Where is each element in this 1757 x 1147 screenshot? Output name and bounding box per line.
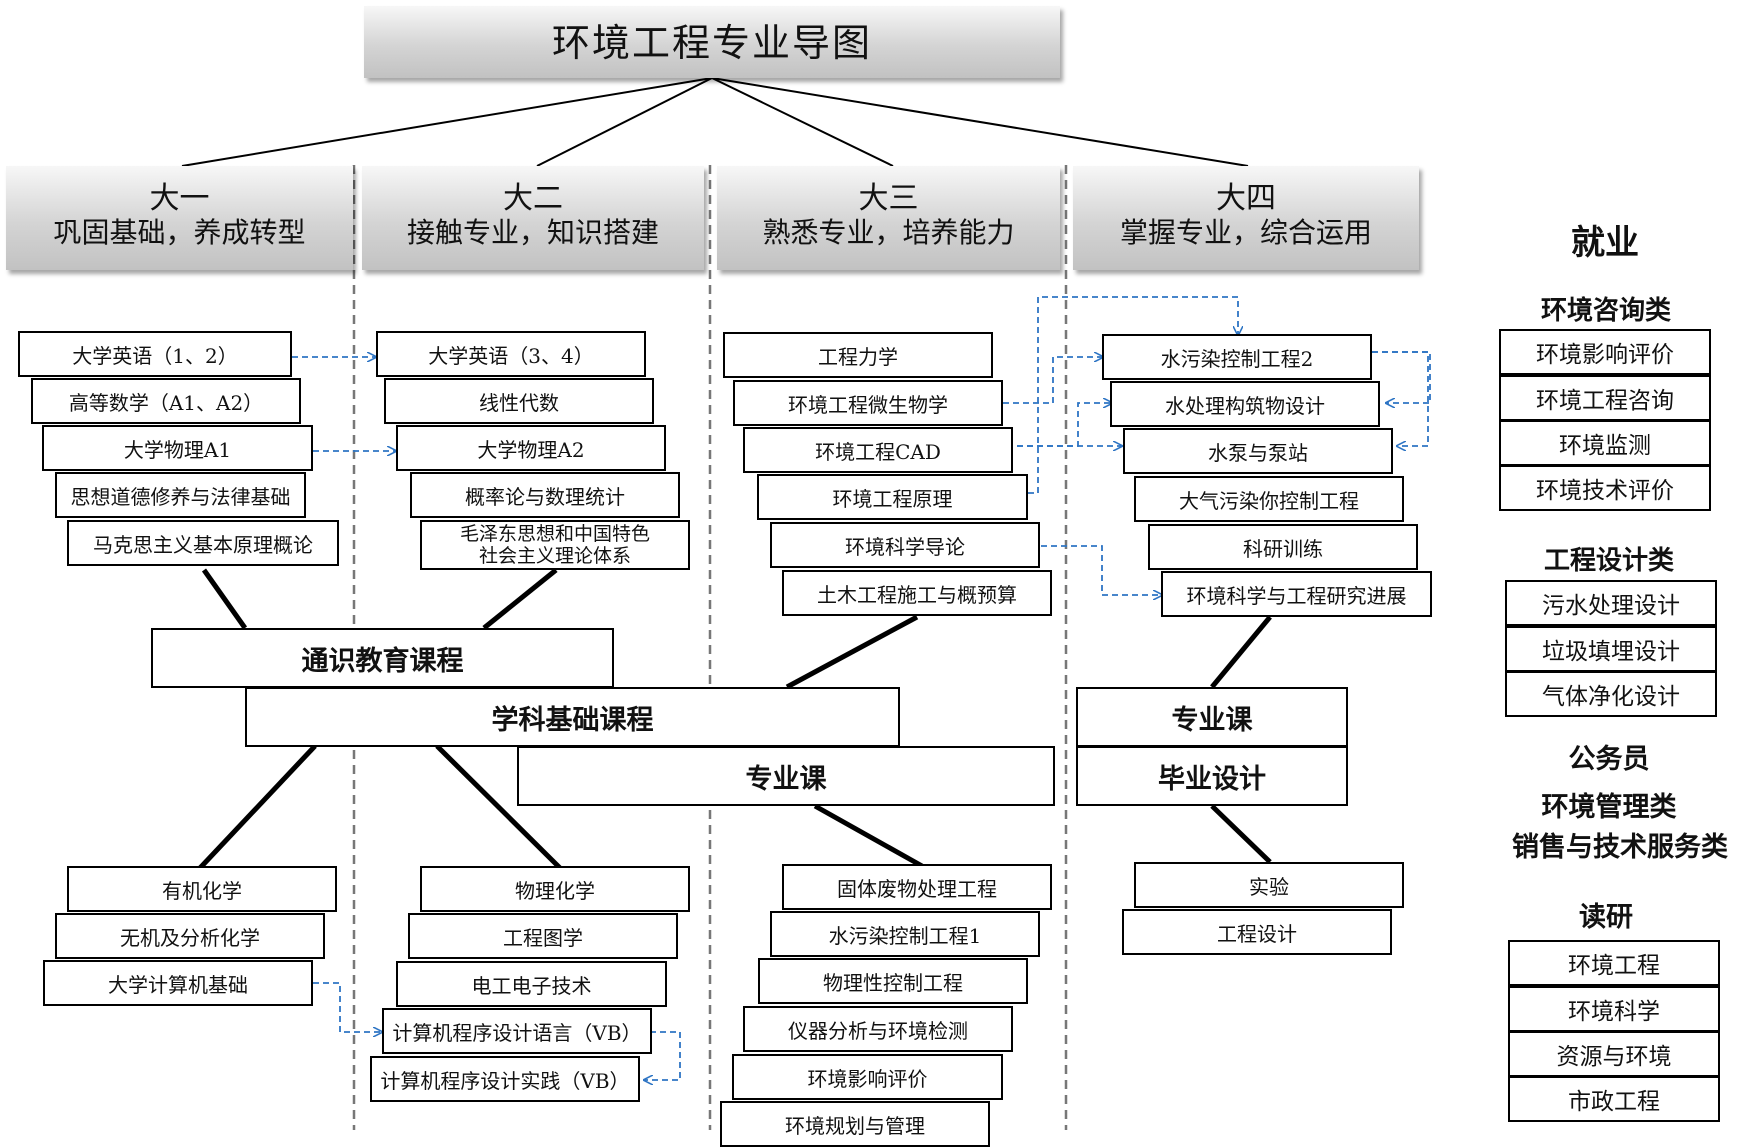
course-box: 电工电子技术 xyxy=(396,961,667,1007)
section-graduate: 读研 xyxy=(1579,902,1633,933)
course-line: 社会主义理论体系 xyxy=(478,545,631,567)
category-major-courses: 专业课 xyxy=(517,746,1055,806)
category-general-education: 通识教育课程 xyxy=(151,628,614,688)
course-box: 环境工程微生物学 xyxy=(733,380,1003,426)
course-box: 概率论与数理统计 xyxy=(410,472,680,518)
career-item: 垃圾填埋设计 xyxy=(1505,626,1717,672)
career-item: 环境技术评价 xyxy=(1499,465,1711,511)
section-sales: 销售与技术服务类 xyxy=(1512,832,1728,863)
course-box: 环境科学导论 xyxy=(770,522,1040,568)
course-box: 大学物理A1 xyxy=(42,425,313,471)
career-item: 市政工程 xyxy=(1508,1076,1720,1122)
section-consulting: 环境咨询类 xyxy=(1540,296,1671,326)
year-header-1: 大一 巩固基础，养成转型 xyxy=(6,166,353,270)
course-box: 环境工程原理 xyxy=(757,474,1028,520)
course-box: 水泵与泵站 xyxy=(1123,428,1393,474)
career-item: 环境工程 xyxy=(1508,940,1720,986)
course-box: 工程图学 xyxy=(408,913,678,959)
year-label: 大四 xyxy=(1216,181,1276,216)
year-goal: 巩固基础，养成转型 xyxy=(53,216,306,249)
page-title: 环境工程专业导图 xyxy=(364,6,1060,78)
section-employment: 就业 xyxy=(1571,223,1639,263)
career-item: 污水处理设计 xyxy=(1505,580,1717,626)
course-box: 固体废物处理工程 xyxy=(782,864,1052,910)
course-box: 环境工程CAD xyxy=(743,427,1013,473)
career-item: 资源与环境 xyxy=(1508,1031,1720,1077)
course-box: 计算机程序设计实践（VB） xyxy=(370,1056,640,1102)
course-box: 有机化学 xyxy=(67,866,337,912)
year-goal: 熟悉专业，培养能力 xyxy=(762,216,1015,249)
course-box: 科研训练 xyxy=(1148,524,1418,570)
course-box: 大学英语（1、2） xyxy=(18,331,292,377)
section-civil-servant: 公务员 xyxy=(1568,744,1650,775)
section-management: 环境管理类 xyxy=(1541,792,1677,823)
career-item: 环境监测 xyxy=(1499,420,1711,466)
course-box: 大学英语（3、4） xyxy=(376,331,646,377)
career-item: 环境影响评价 xyxy=(1499,329,1711,375)
course-line: 毛泽东思想和中国特色 xyxy=(459,523,650,545)
category-major-courses-y4: 专业课 xyxy=(1076,687,1348,747)
category-discipline-basics: 学科基础课程 xyxy=(245,687,900,747)
career-item: 环境工程咨询 xyxy=(1499,375,1711,421)
course-box: 大气污染你控制工程 xyxy=(1134,476,1404,522)
year-header-2: 大二 接触专业，知识搭建 xyxy=(362,166,704,270)
year-header-4: 大四 掌握专业，综合运用 xyxy=(1073,166,1419,270)
course-box: 工程力学 xyxy=(723,332,993,378)
course-box: 工程设计 xyxy=(1122,909,1392,955)
year-label: 大一 xyxy=(149,181,210,216)
course-box: 物理性控制工程 xyxy=(758,958,1028,1004)
year-goal: 接触专业，知识搭建 xyxy=(406,216,659,249)
course-box: 环境影响评价 xyxy=(732,1054,1003,1100)
career-item: 环境科学 xyxy=(1508,986,1720,1032)
year-header-3: 大三 熟悉专业，培养能力 xyxy=(717,166,1060,270)
course-box: 物理化学 xyxy=(420,866,690,912)
course-box: 土木工程施工与概预算 xyxy=(782,570,1052,616)
year-goal: 掌握专业，综合运用 xyxy=(1119,216,1372,249)
course-box: 无机及分析化学 xyxy=(55,913,325,959)
career-item: 气体净化设计 xyxy=(1505,671,1717,717)
course-box: 线性代数 xyxy=(384,378,654,424)
course-box: 实验 xyxy=(1134,862,1404,908)
course-box: 高等数学（A1、A2） xyxy=(31,378,301,424)
course-box: 水污染控制工程1 xyxy=(770,911,1040,957)
course-box: 大学物理A2 xyxy=(396,425,666,471)
course-box: 环境科学与工程研究进展 xyxy=(1161,571,1432,617)
course-box: 马克思主义基本原理概论 xyxy=(67,520,339,566)
course-box: 环境规划与管理 xyxy=(720,1101,990,1147)
year-label: 大二 xyxy=(503,181,563,216)
course-box: 仪器分析与环境检测 xyxy=(743,1006,1013,1052)
course-box: 水污染控制工程2 xyxy=(1102,334,1372,380)
course-box: 大学计算机基础 xyxy=(43,960,313,1006)
course-box: 毛泽东思想和中国特色 社会主义理论体系 xyxy=(420,520,690,570)
course-box: 水处理构筑物设计 xyxy=(1110,381,1380,427)
section-design: 工程设计类 xyxy=(1543,546,1674,576)
course-box: 思想道德修养与法律基础 xyxy=(55,472,306,518)
year-label: 大三 xyxy=(858,181,919,216)
course-box: 计算机程序设计语言（VB） xyxy=(382,1008,652,1054)
category-graduation-design: 毕业设计 xyxy=(1076,746,1348,806)
